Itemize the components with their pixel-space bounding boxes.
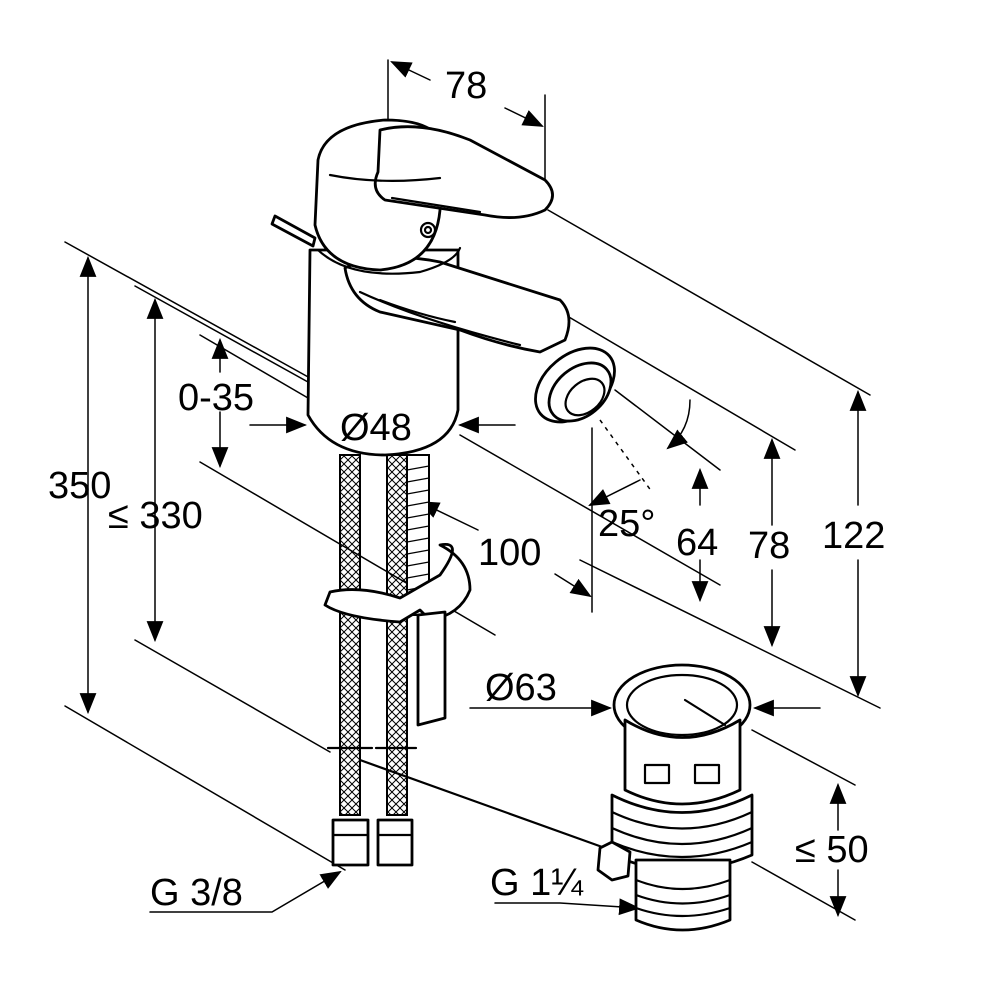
label-waste-diameter: Ø63 xyxy=(485,667,557,709)
label-total-height: 350 xyxy=(48,465,111,507)
dimension-labels: 78 Ø48 0-35 350 ≤ 330 100 25° 64 78 122 … xyxy=(48,65,885,914)
dimension-lines xyxy=(79,61,867,918)
faucet xyxy=(270,118,616,457)
supply-hoses xyxy=(323,454,607,867)
label-waste-depth: ≤ 50 xyxy=(795,829,869,871)
waste-valve xyxy=(596,663,754,932)
label-body-diameter: Ø48 xyxy=(340,407,412,449)
label-spout-height: 64 xyxy=(676,522,718,564)
label-reach: 100 xyxy=(478,532,541,574)
label-waste-thread: G 1¼ xyxy=(490,862,584,904)
label-spray-angle: 25° xyxy=(598,503,655,545)
label-width-top: 78 xyxy=(445,65,487,107)
label-overall-height: 122 xyxy=(822,515,885,557)
label-lever-height: 78 xyxy=(748,525,790,567)
label-adjust-range: 0-35 xyxy=(178,377,254,419)
label-hose-thread: G 3/8 xyxy=(150,872,243,914)
label-hose-length: ≤ 330 xyxy=(108,495,203,537)
